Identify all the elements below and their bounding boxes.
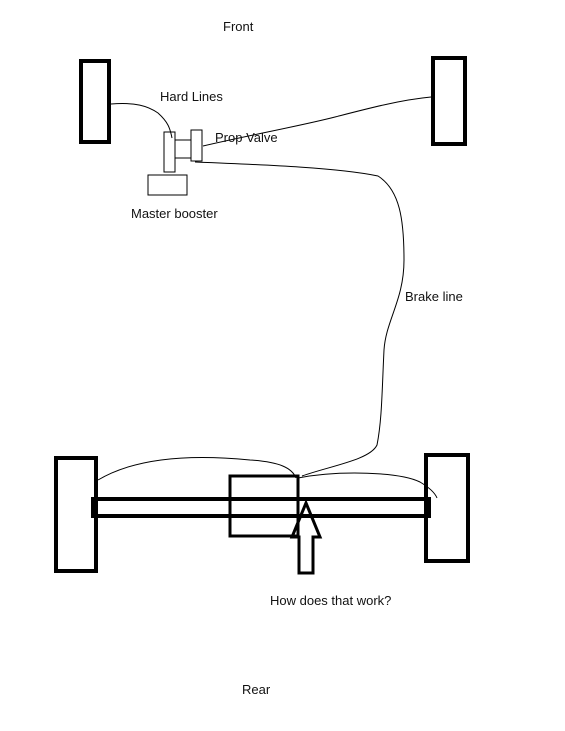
master-connector: [174, 139, 192, 159]
rear-line-left: [97, 456, 297, 481]
front-label: Front: [223, 19, 254, 34]
master-booster: [147, 174, 188, 196]
rear-left-wheel: [54, 456, 98, 573]
hard-lines-label: Hard Lines: [160, 89, 223, 104]
brake-line: [194, 161, 405, 477]
front-right-wheel: [431, 56, 467, 146]
prop-valve: [190, 129, 203, 162]
differential: [228, 474, 300, 538]
front-left-wheel: [79, 59, 111, 144]
rear-line-right: [297, 472, 438, 499]
rear-label: Rear: [242, 682, 271, 697]
rear-right-wheel: [424, 453, 470, 563]
rear-axle: [91, 497, 431, 518]
master-booster-label: Master booster: [131, 206, 218, 221]
master-cylinder: [163, 131, 176, 173]
question-arrow: [289, 499, 323, 575]
question-label: How does that work?: [270, 593, 392, 608]
hard-line-right: [202, 96, 432, 147]
hard-line-left: [110, 103, 173, 139]
brake-line-label: Brake line: [405, 289, 463, 304]
prop-valve-label: Prop Valve: [215, 130, 278, 145]
